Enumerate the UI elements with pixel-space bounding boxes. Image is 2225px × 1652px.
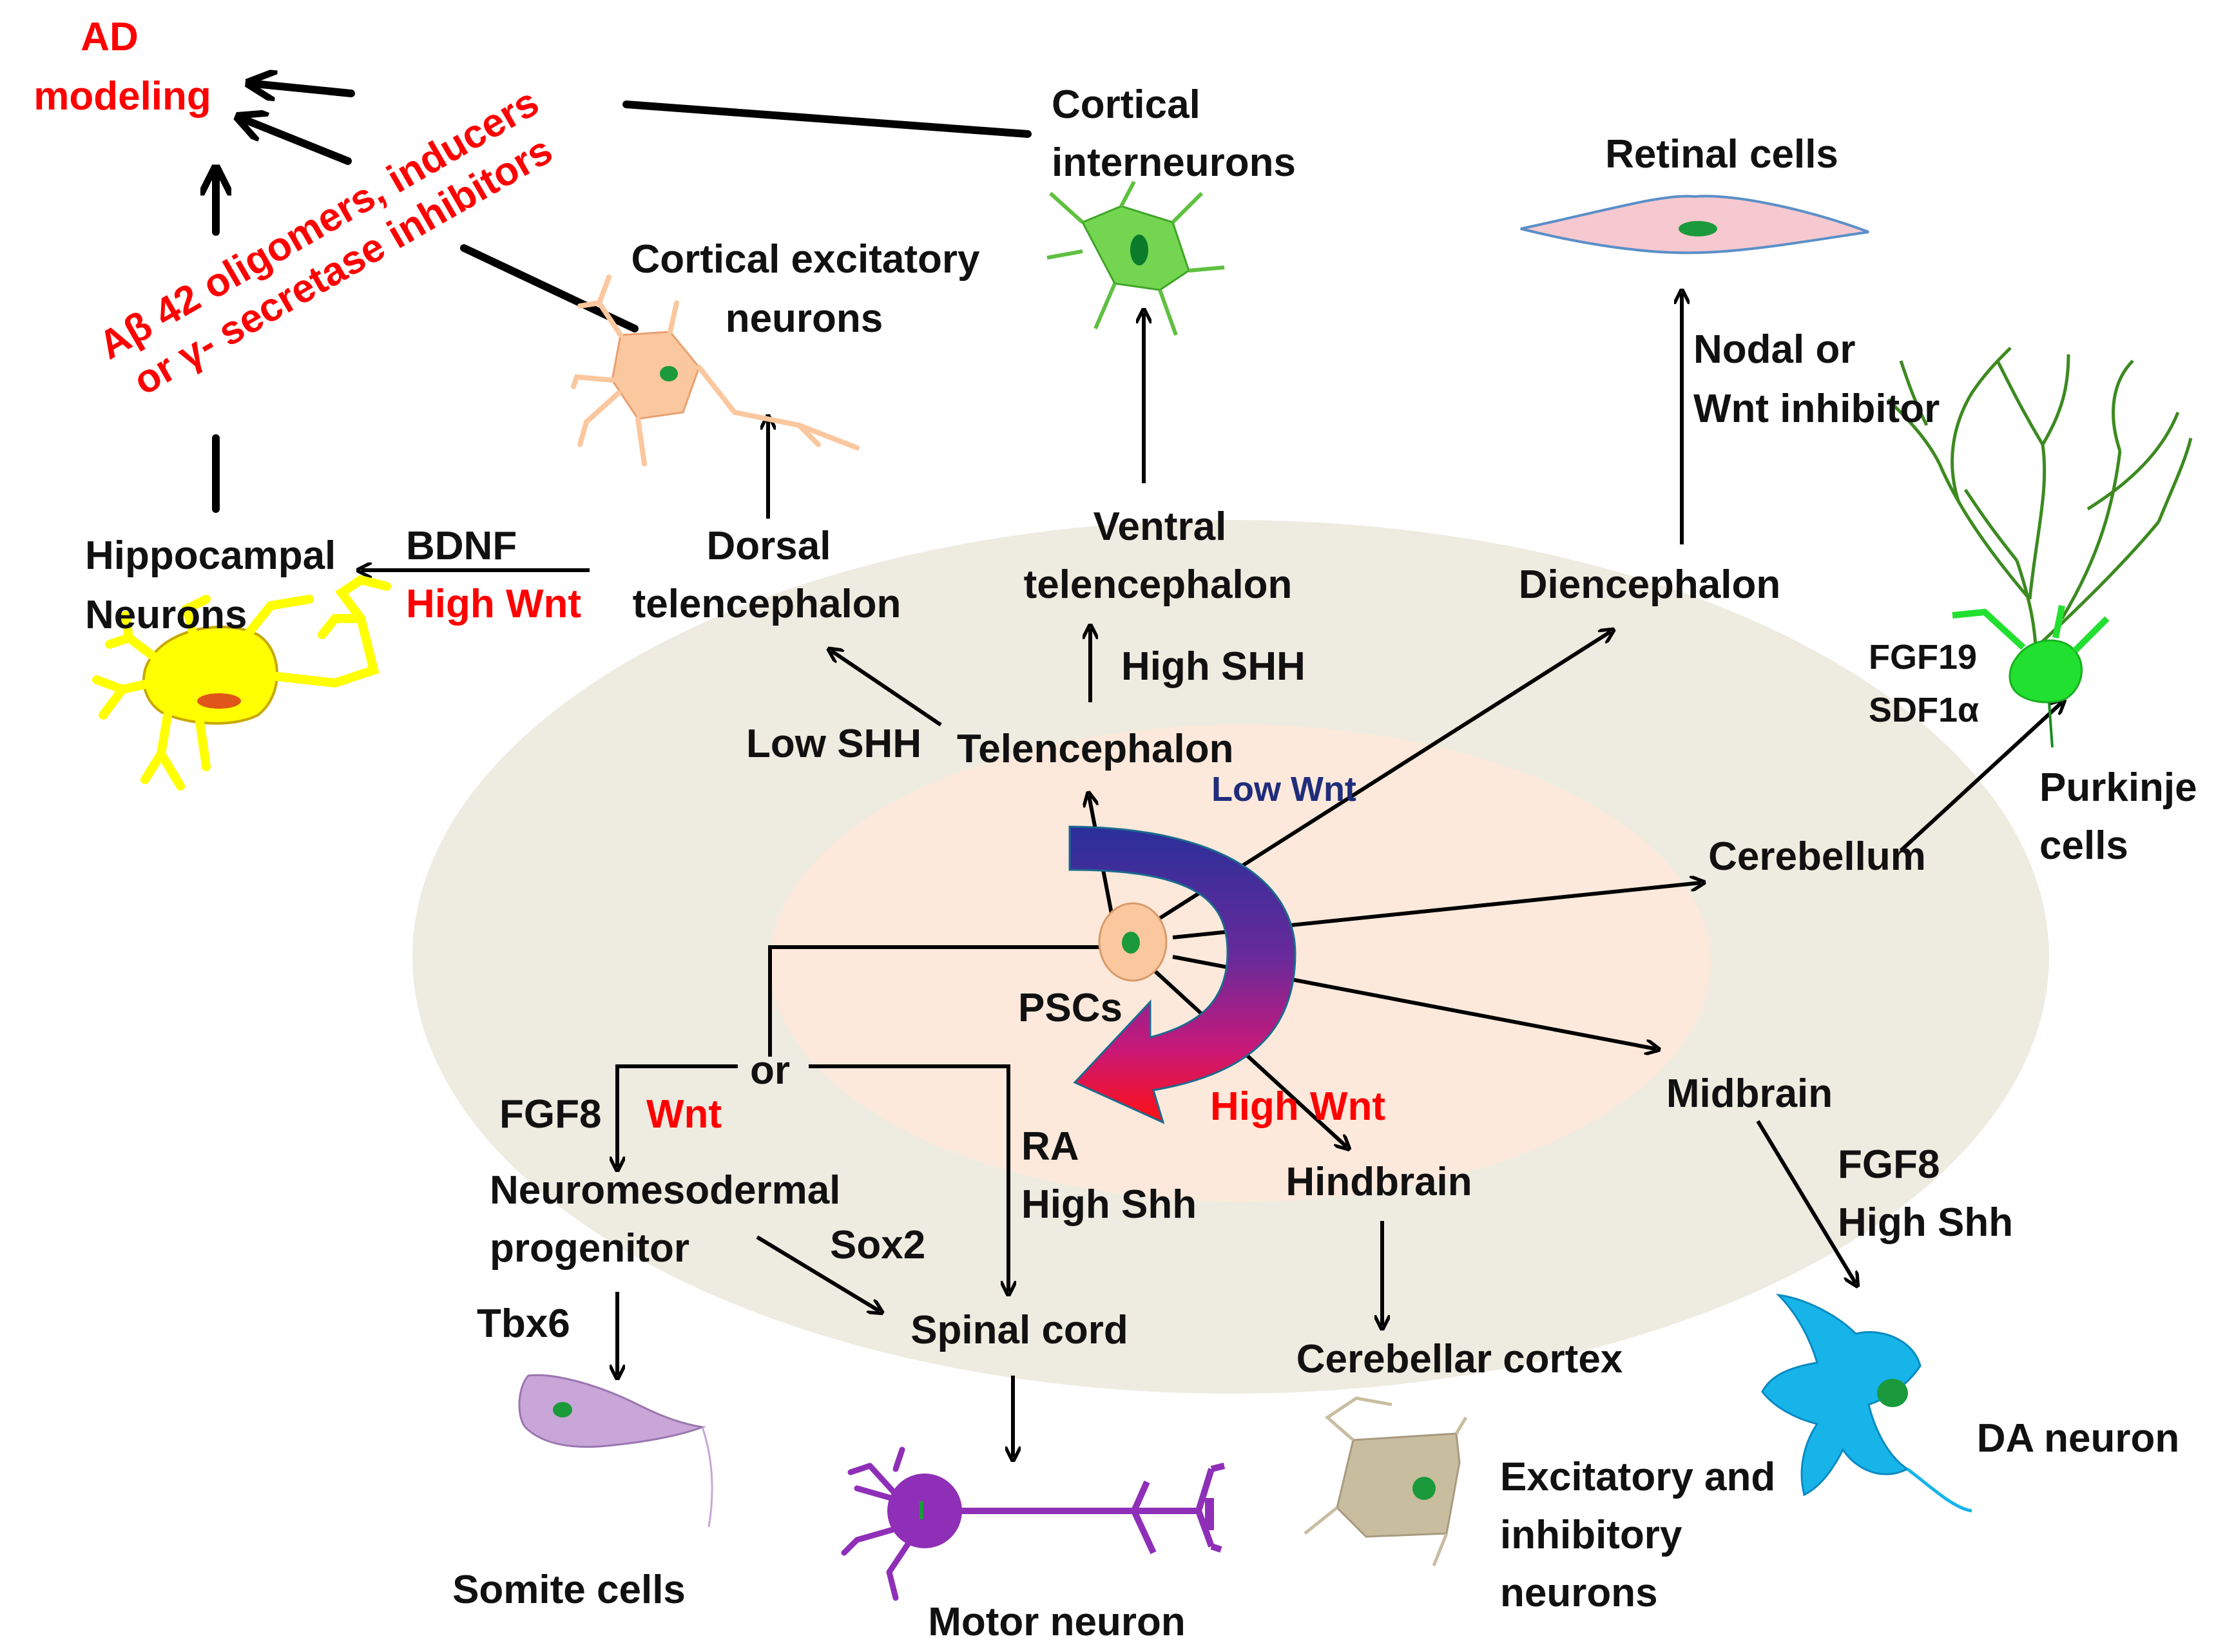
da-neuron-label: DA neuron — [1977, 1416, 2180, 1461]
high-shh-label: High SHH — [1121, 644, 1305, 689]
connector-psc-or — [768, 945, 1102, 1057]
low-shh-label: Low SHH — [746, 722, 921, 766]
psc-nucleus — [1122, 932, 1140, 954]
ad-modeling-label-2: modeling — [34, 74, 211, 119]
arrow-psc-to-hindbrain — [1151, 968, 1347, 1147]
arrow-interneurons-to-ad — [622, 101, 1032, 138]
arrow-nmp-to-spinal — [756, 1235, 880, 1311]
neuromesodermal-label: Neuromesodermal — [490, 1168, 840, 1213]
fgf8-left-label: FGF8 — [499, 1092, 601, 1137]
arrow-to-ad-main — [255, 84, 355, 93]
purkinje-cell-icon — [1887, 347, 2193, 748]
motor-neuron-icon — [841, 1446, 1226, 1601]
arrow-midbrain-to-da — [1756, 1120, 1856, 1283]
spinal-cord-label: Spinal cord — [910, 1308, 1128, 1352]
hippocampal-label: Hippocampal — [85, 533, 336, 578]
excitatory-inhibitory-label-3: neurons — [1500, 1571, 1658, 1615]
arrow-cerebellum-to-purkinje — [1899, 702, 2062, 852]
abeta-inducers-label: Aβ 42 oligomers, inducers or γ- secretas… — [92, 80, 560, 404]
purkinje-label: Purkinje — [2039, 765, 2197, 810]
nodal-label-2: Wnt inhibitor — [1693, 387, 1940, 431]
da-neuron-icon — [1761, 1293, 1972, 1513]
ra-label: RA — [1021, 1124, 1079, 1169]
ventral-telencephalon-label: Ventral — [1093, 504, 1227, 549]
purkinje-label-2: cells — [2039, 823, 2128, 868]
progenitor-label: progenitor — [490, 1226, 689, 1271]
ad-modeling-label: AD — [81, 15, 139, 59]
excitatory-inhibitory-neuron-icon — [1304, 1396, 1468, 1566]
hindbrain-label: Hindbrain — [1286, 1160, 1472, 1204]
somite-cell-icon — [518, 1374, 713, 1528]
midbrain-label: Midbrain — [1666, 1071, 1833, 1116]
low-wnt-label: Low Wnt — [1211, 770, 1356, 809]
nodal-label: Nodal or — [1693, 327, 1855, 372]
arrow-excitatory-to-ad-tip — [244, 119, 352, 165]
bdnf-label: BDNF — [406, 524, 517, 568]
high-shh-right-label: High Shh — [1838, 1200, 2013, 1245]
cerebellar-cortex-label: Cerebellar cortex — [1296, 1337, 1623, 1381]
retinal-cell-icon — [1520, 195, 1869, 255]
pscs-label: PSCs — [1018, 986, 1122, 1030]
excitatory-inhibitory-label: Excitatory and — [1500, 1455, 1775, 1499]
dorsal-telencephalon-label: Dorsal — [707, 524, 831, 568]
cortical-excitatory-label: Cortical excitatory — [631, 237, 981, 282]
cortical-excitatory-neuron-icon — [571, 274, 860, 466]
sdf1-label: SDF1α — [1869, 691, 1979, 729]
dorsal-telencephalon-label-2: telencephalon — [633, 582, 901, 626]
ventral-telencephalon-label-2: telencephalon — [1024, 562, 1293, 607]
hippocampal-label-2: Neurons — [85, 593, 247, 637]
hippocampal-neuron-icon — [92, 575, 391, 791]
high-wnt-center-label: High Wnt — [1210, 1084, 1385, 1129]
cortical-interneurons-label: Cortical — [1052, 82, 1200, 127]
fgf19-label: FGF19 — [1869, 638, 1977, 677]
cerebellum-label: Cerebellum — [1708, 834, 1926, 879]
arrow-or-to-spinal — [809, 1064, 1008, 1292]
cortical-excitatory-label-2: neurons — [726, 296, 883, 341]
sox2-label: Sox2 — [830, 1223, 925, 1267]
svg-text:Aβ 42 oligomers, inducers: Aβ 42 oligomers, inducers — [92, 80, 546, 368]
arrow-telencephalon-to-dorsal — [831, 651, 942, 727]
motor-neuron-label: Motor neuron — [928, 1600, 1186, 1644]
or-label: or — [750, 1048, 790, 1093]
wnt-gradient-arrow — [1068, 825, 1296, 1124]
excitatory-inhibitory-label-2: inhibitory — [1500, 1513, 1682, 1557]
high-shh-ra-label: High Shh — [1021, 1182, 1197, 1227]
cortical-interneuron-icon — [1046, 180, 1225, 336]
retinal-cells-label: Retinal cells — [1605, 132, 1838, 177]
somite-cells-label: Somite cells — [452, 1568, 686, 1612]
telencephalon-label: Telencephalon — [957, 727, 1234, 771]
wnt-left-label: Wnt — [646, 1092, 722, 1137]
high-wnt-hippocampal-label: High Wnt — [406, 582, 581, 626]
cortical-interneurons-label-2: interneurons — [1052, 140, 1296, 185]
tbx6-label: Tbx6 — [477, 1301, 570, 1346]
arrow-or-to-nmp — [617, 1064, 738, 1167]
fgf8-right-label: FGF8 — [1838, 1142, 1940, 1187]
diencephalon-label: Diencephalon — [1519, 562, 1781, 607]
